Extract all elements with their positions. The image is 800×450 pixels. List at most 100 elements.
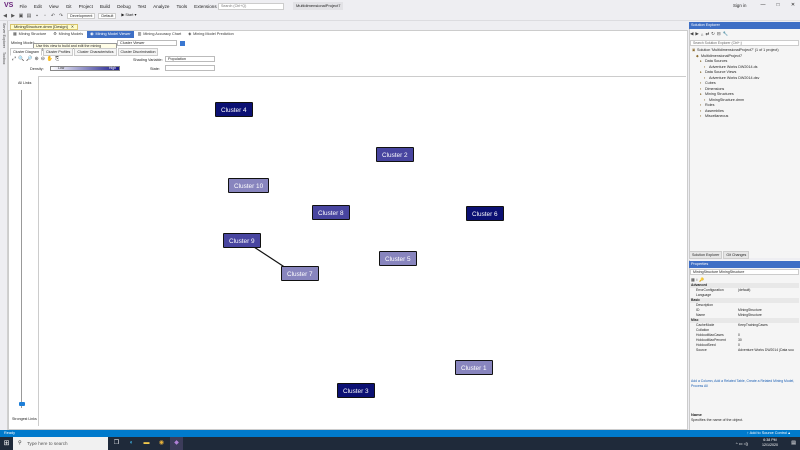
task-view-icon[interactable]: ❐	[113, 440, 120, 446]
properties-object-dropdown[interactable]: MiningStructure MiningStructure	[690, 269, 799, 275]
back-icon[interactable]: ◀	[3, 13, 7, 19]
refresh-icon[interactable]: ↻	[711, 31, 715, 36]
tree-item[interactable]: ▸Data Sources	[692, 59, 798, 65]
tab-cluster-characteristics[interactable]: Cluster Characteristics	[74, 48, 117, 56]
menu-git[interactable]: Git	[65, 3, 72, 9]
tab-git-changes[interactable]: Git Changes	[723, 251, 750, 259]
server-explorer-tab[interactable]: Server Explorer	[2, 23, 6, 48]
copy-icon[interactable]: ⎘	[55, 56, 60, 62]
windows-start-icon[interactable]: ⊞	[3, 440, 10, 447]
pan-icon[interactable]: ✋	[46, 56, 54, 62]
fit-icon[interactable]: ⤢	[12, 56, 17, 62]
tab-mining-model-viewer[interactable]: ◉Mining Model Viewer	[87, 31, 134, 38]
zoom-icon[interactable]: 🔍	[18, 56, 25, 62]
cluster-node[interactable]: Cluster 10	[228, 178, 270, 193]
tab-solution-explorer[interactable]: Solution Explorer	[689, 251, 723, 259]
alphabetical-icon[interactable]: ↕	[695, 277, 698, 282]
edge-icon[interactable]: ◐	[129, 440, 134, 446]
cluster-node[interactable]: Cluster 7	[281, 266, 319, 281]
state-dropdown[interactable]	[165, 65, 215, 71]
cluster-node[interactable]: Cluster 1	[455, 360, 493, 375]
tab-cluster-profiles[interactable]: Cluster Profiles	[42, 48, 74, 56]
property-row[interactable]: Language	[690, 293, 799, 298]
menu-build[interactable]: Build	[99, 3, 111, 9]
redo-icon[interactable]: ↷	[58, 13, 64, 19]
cluster-node[interactable]: Cluster 8	[312, 205, 350, 220]
tree-item[interactable]: ▪MiningStructure.dmm	[692, 98, 798, 104]
maximize-button[interactable]: □	[776, 2, 780, 8]
tab-mining-model-prediction[interactable]: ◈Mining Model Prediction	[185, 31, 236, 38]
cluster-node[interactable]: Cluster 2	[376, 147, 414, 162]
cluster-node[interactable]: Cluster 5	[379, 251, 417, 266]
tab-mining-accuracy-chart[interactable]: ▥Mining Accuracy Chart	[135, 31, 185, 38]
chrome-icon[interactable]: ◉	[158, 440, 165, 446]
save-icon[interactable]: ▪	[36, 13, 38, 19]
menu-edit[interactable]: Edit	[33, 3, 42, 9]
platform-dropdown[interactable]: Default	[98, 13, 117, 19]
undo-icon[interactable]: ↶	[50, 13, 56, 19]
sign-in-link[interactable]: Sign in	[733, 3, 747, 8]
property-category[interactable]: Misc	[690, 318, 799, 323]
open-icon[interactable]: ▤	[26, 13, 32, 19]
property-row[interactable]: ErrorConfiguration(default)	[690, 288, 799, 293]
zoom-in-icon[interactable]: ⊕	[34, 56, 39, 62]
tab-cluster-discrimination[interactable]: Cluster Discrimination	[117, 48, 159, 56]
property-category[interactable]: Advanced	[690, 283, 799, 288]
minimize-button[interactable]: —	[760, 2, 766, 8]
tree-item[interactable]: ▣Solution 'MultidimensionalProject7' (1 …	[692, 48, 798, 54]
save-all-icon[interactable]: ▫	[44, 13, 46, 19]
system-tray-icons[interactable]: ^ ▭ ◁)	[735, 441, 748, 446]
zoom-out-icon[interactable]: ⊖	[40, 56, 45, 62]
new-project-icon[interactable]: ▣	[18, 13, 24, 19]
notifications-icon[interactable]: ▤	[791, 440, 796, 446]
tree-item[interactable]: ▪Assemblies	[692, 109, 798, 115]
categorized-icon[interactable]: ▦	[691, 277, 695, 282]
shading-variable-dropdown[interactable]: Population	[165, 56, 215, 62]
forward-icon[interactable]: ▶	[11, 13, 15, 19]
tree-item[interactable]: ◆MultidimensionalProject7	[692, 54, 798, 60]
mining-model-dropdown[interactable]: Cluster Viewer	[117, 40, 177, 46]
property-pages-icon[interactable]: 🔑	[699, 277, 705, 282]
slider-thumb[interactable]	[19, 402, 25, 406]
property-row[interactable]: Description	[690, 303, 799, 308]
close-window-button[interactable]: ✕	[790, 2, 796, 8]
link-strength-slider[interactable]	[21, 90, 22, 408]
refresh-icon[interactable]	[180, 41, 185, 46]
properties-commands[interactable]: Add a Column, Add a Related Table, Creat…	[691, 379, 795, 388]
tab-cluster-diagram[interactable]: Cluster Diagram	[10, 48, 42, 56]
menu-debug[interactable]: Debug	[117, 3, 131, 9]
tree-item[interactable]: ▪Dimensions	[692, 87, 798, 93]
file-explorer-icon[interactable]: ▬	[143, 440, 150, 446]
menu-test[interactable]: Test	[137, 3, 147, 9]
tab-mining-models[interactable]: ⚙Mining Models	[50, 31, 86, 38]
menu-project[interactable]: Project	[78, 3, 93, 9]
tab-mining-structure[interactable]: ▦Mining Structure	[10, 31, 49, 38]
visual-studio-icon[interactable]: ◆	[170, 437, 183, 450]
clock[interactable]: 6:38 PM 12/1/2020	[762, 438, 778, 448]
find-icon[interactable]: 🔎	[26, 56, 33, 62]
forward-icon[interactable]: ▶	[695, 31, 699, 36]
menu-analyze[interactable]: Analyze	[153, 3, 170, 9]
menu-tools[interactable]: Tools	[176, 3, 188, 9]
cluster-node[interactable]: Cluster 3	[337, 383, 375, 398]
sync-icon[interactable]: ⇄	[705, 31, 710, 36]
tree-item[interactable]: ▪Adventure Works DW2014.ds	[692, 65, 798, 71]
tree-item[interactable]: ▪Adventure Works DW2014.dsv	[692, 76, 798, 82]
property-category[interactable]: Basic	[690, 298, 799, 303]
tree-item[interactable]: ▪Cubes	[692, 81, 798, 87]
tree-item[interactable]: ▪Roles	[692, 103, 798, 109]
menu-view[interactable]: View	[48, 3, 59, 9]
close-tab-icon[interactable]: ✕	[70, 24, 75, 29]
property-row[interactable]: Collation	[690, 328, 799, 333]
cluster-node[interactable]: Cluster 4	[215, 102, 253, 117]
back-icon[interactable]: ◀	[690, 31, 694, 36]
toolbox-tab[interactable]: Toolbox	[2, 51, 6, 65]
home-icon[interactable]: ⌂	[700, 31, 704, 37]
cluster-node[interactable]: Cluster 9	[223, 233, 261, 248]
